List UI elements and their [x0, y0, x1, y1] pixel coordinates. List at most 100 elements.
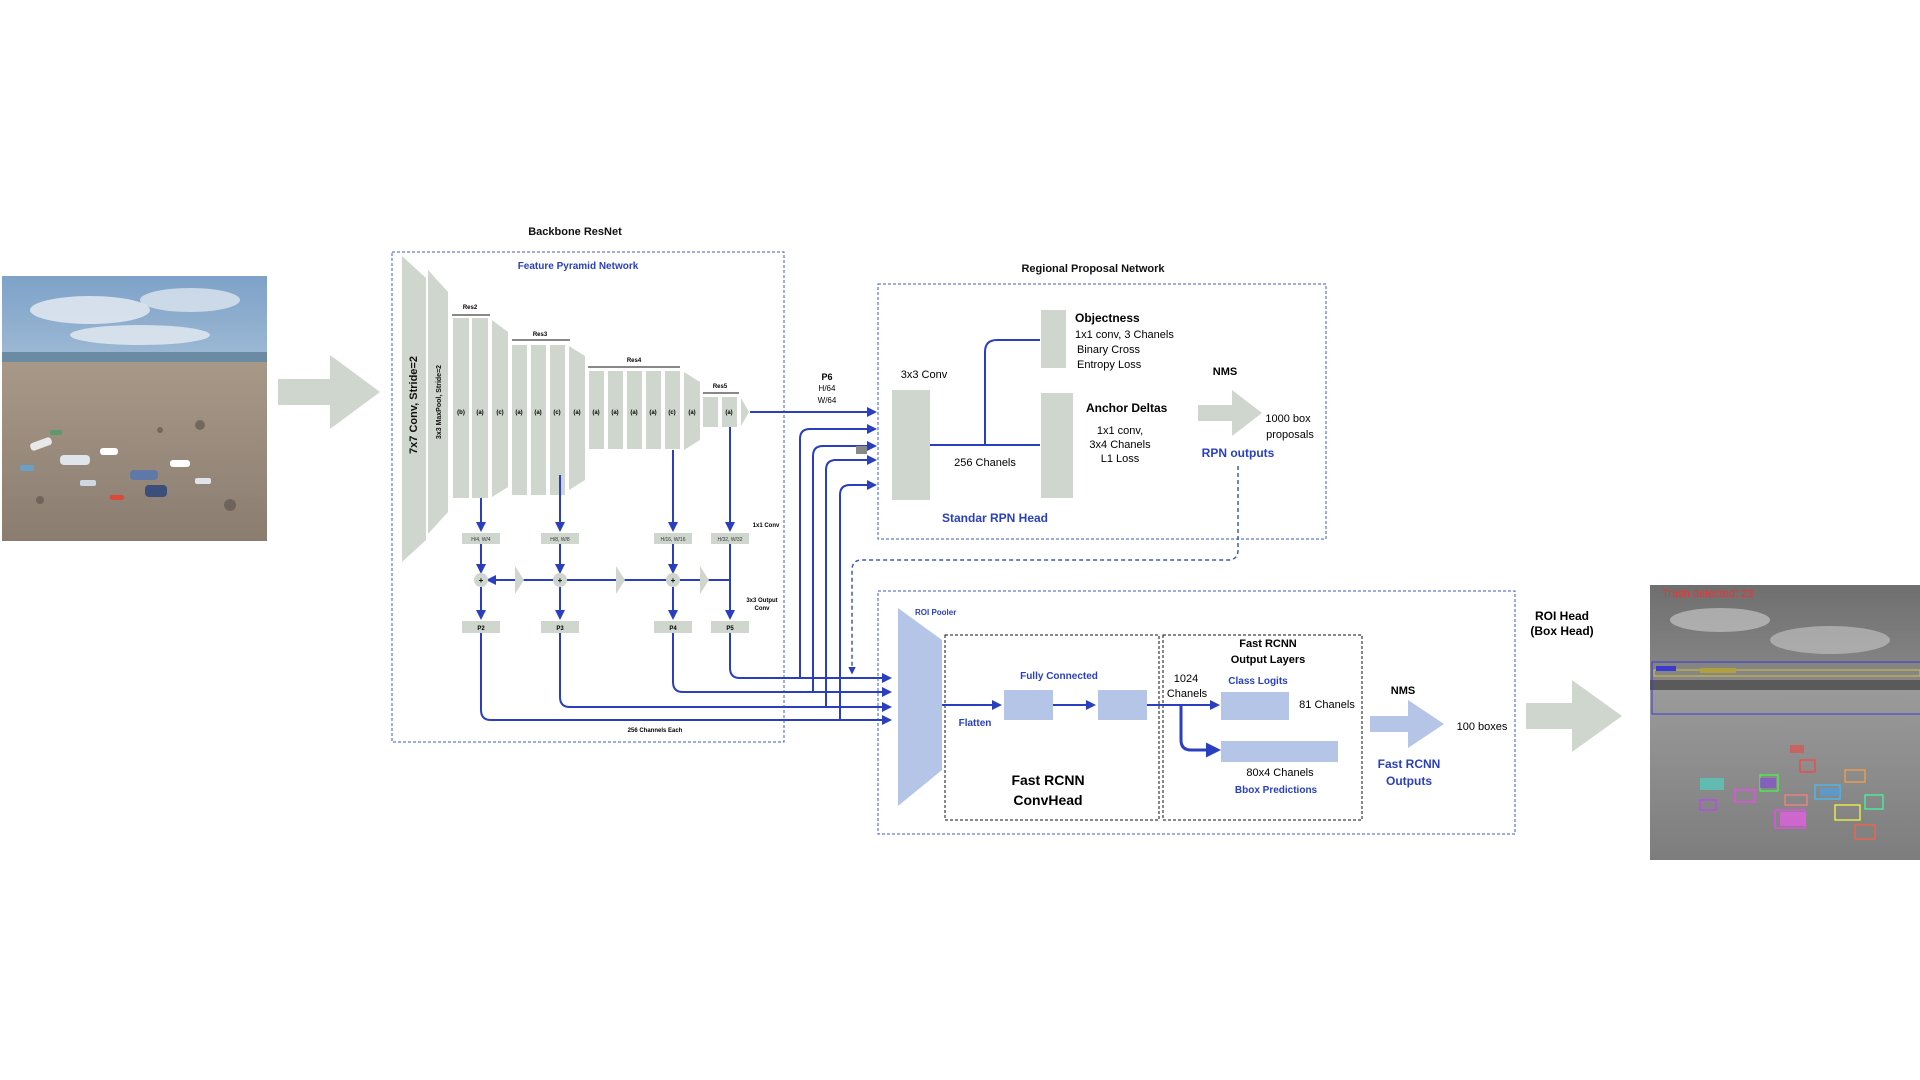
res4-label: Res4 [627, 358, 642, 364]
rpn-outputs-label: RPN outputs [1202, 446, 1275, 460]
proposals-to-roi [848, 466, 1239, 675]
maxpool-stem [428, 270, 448, 534]
fpn-title: Feature Pyramid Network [518, 261, 639, 272]
res5-label: Res5 [713, 384, 728, 390]
block-label: (a) [573, 410, 580, 416]
objectness-box [1041, 310, 1066, 368]
input-flow-arrow [278, 355, 380, 429]
lateral-conv-p2 [462, 533, 500, 544]
objectness-line2: Binary Cross [1077, 344, 1140, 356]
output-flow-arrow [1526, 680, 1622, 752]
bbox-box [1221, 741, 1338, 762]
fc-label: Fully Connected [1020, 671, 1098, 682]
block-label: (a) [630, 410, 637, 416]
input-beach-image [2, 276, 267, 541]
p6-h: H/64 [819, 384, 836, 393]
p3-label: P3 [556, 626, 564, 632]
p3-to-rpn [825, 455, 877, 707]
rpn-nms-label: NMS [1213, 366, 1237, 378]
bbox-predictions-label: Bbox Predictions [1235, 785, 1318, 796]
roi-head-line1: ROI Head [1535, 609, 1589, 623]
rpn-conv-label: 3x3 Conv [901, 369, 948, 381]
conv7-stem [402, 256, 426, 562]
block [550, 345, 565, 495]
class-logits-box [1221, 692, 1289, 720]
p6-label: P6 [821, 372, 832, 382]
backbone-title: Backbone ResNet [528, 226, 622, 238]
rpn-channels-label: 256 Chanels [954, 457, 1016, 469]
p4-to-roi [672, 633, 892, 697]
block-label: (a) [611, 410, 618, 416]
conv1x1-label: 1x1 Conv [753, 523, 780, 529]
block [684, 372, 700, 450]
block [569, 346, 585, 490]
block-label: (a) [515, 410, 522, 416]
anchor-line2: 3x4 Chanels [1089, 439, 1151, 451]
objectness-line1: 1x1 conv, 3 Chanels [1075, 329, 1174, 341]
anchor-line3: L1 Loss [1101, 453, 1140, 465]
block-label: (a) [476, 410, 483, 416]
add-node [553, 573, 567, 587]
upsample-triangle [700, 566, 709, 594]
block [646, 371, 661, 449]
p5-to-roi [729, 633, 892, 683]
block-label: (c) [668, 410, 675, 416]
upsample-triangle [616, 566, 625, 594]
fc-box-2 [1098, 690, 1147, 720]
ch1024-line2: Chanels [1167, 688, 1208, 700]
roi-pooler-shape [898, 608, 942, 806]
p6-w: W/64 [818, 396, 837, 405]
block [627, 371, 642, 449]
p2-label: P2 [477, 626, 485, 632]
fc-box-1 [1004, 690, 1053, 720]
rpn-conv-box [892, 390, 930, 500]
p3-box [541, 621, 579, 633]
res2-label: Res2 [463, 305, 478, 311]
add-symbol: + [479, 576, 484, 585]
anchor-line1: 1x1 conv, [1097, 425, 1143, 437]
output-layers-line2: Output Layers [1231, 654, 1306, 666]
anchor-deltas-box [1041, 393, 1073, 498]
block-label: (a) [649, 410, 656, 416]
p5-label: P5 [726, 626, 734, 632]
class-logits-label: Class Logits [1228, 676, 1288, 687]
output-conv-label: Conv [755, 606, 771, 612]
proposals-line2: proposals [1266, 429, 1314, 441]
output-layers-line1: Fast RCNN [1239, 638, 1297, 650]
rpn-to-objectness [984, 339, 1040, 445]
ch81-label: 81 Chanels [1299, 699, 1355, 711]
roi-nms-label: NMS [1391, 685, 1415, 697]
ch80x4-label: 80x4 Chanels [1246, 767, 1314, 779]
block-label: (a) [534, 410, 541, 416]
block [608, 371, 623, 449]
channels-each-label: 256 Channels Each [628, 728, 683, 734]
rpn-nms-arrow [1198, 390, 1262, 436]
p4-label: P4 [669, 626, 677, 632]
rpn-frame [877, 283, 1327, 540]
block [665, 371, 680, 449]
p5-to-rpn [799, 424, 877, 678]
to-bbox-arrow [1179, 705, 1221, 758]
boxes-label: 100 boxes [1457, 721, 1508, 733]
block [512, 345, 527, 495]
lateral-conv-p5 [711, 533, 749, 544]
block [741, 398, 749, 426]
add-symbol: + [558, 576, 563, 585]
lateral-size-label: H/4, W/4 [471, 537, 491, 543]
p2-to-rpn [839, 480, 877, 720]
anchor-deltas-title: Anchor Deltas [1086, 401, 1168, 415]
block-label: (a) [725, 410, 732, 416]
add-node [474, 573, 488, 587]
block [722, 397, 737, 427]
roi-head-line2: (Box Head) [1530, 624, 1593, 638]
block-label: (c) [553, 410, 560, 416]
roi-pooler-label: ROI Pooler [915, 608, 956, 617]
upsample-triangle [515, 566, 524, 594]
block [472, 318, 488, 498]
add-node [666, 573, 680, 587]
p3-to-roi [559, 633, 892, 712]
convhead-line1: Fast RCNN [1011, 772, 1084, 788]
maxpool-label: 3x3 MaxPool, Stride=2 [436, 365, 443, 439]
lateral-size-label: H/32, W/32 [717, 537, 742, 543]
